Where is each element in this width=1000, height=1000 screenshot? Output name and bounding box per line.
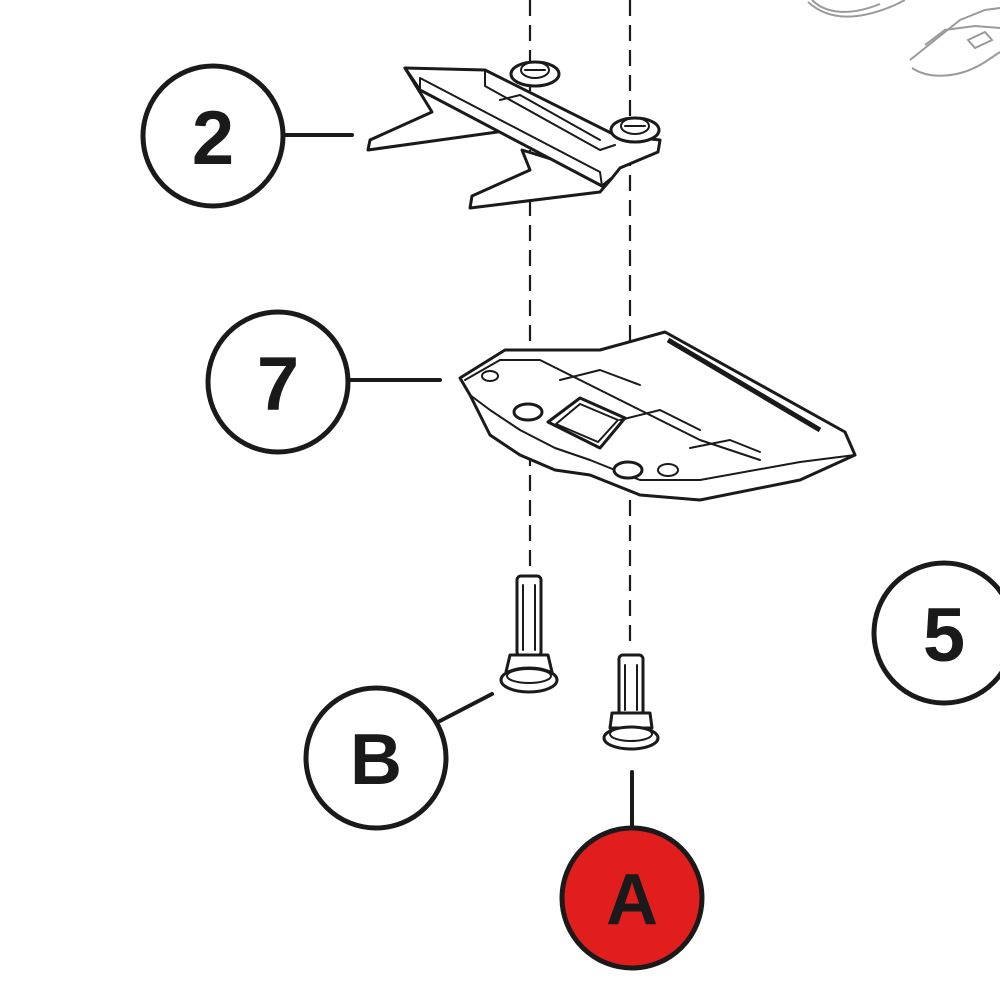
callout-screw-b: B (303, 685, 449, 831)
bracket-screw-top-right (609, 116, 661, 144)
callout-label-part-5: 5 (923, 593, 965, 678)
part-7-base-plate (458, 330, 857, 502)
callout-label-part-7: 7 (257, 342, 299, 427)
callout-label-screw-a: A (606, 860, 658, 940)
screw-b-bolt (499, 574, 559, 694)
callout-part-5: 5 (871, 560, 1000, 706)
assembly-axis-lines (528, 0, 632, 650)
callout-label-screw-b: B (350, 720, 402, 800)
ghost-outline-parts (807, 0, 1000, 77)
callout-label-part-2: 2 (192, 96, 234, 181)
callout-screw-a: A (559, 825, 705, 971)
bracket-screw-top-left (509, 60, 561, 88)
part-2-bracket (366, 60, 662, 210)
leader-lines (283, 133, 634, 828)
callout-part-7: 7 (205, 309, 351, 455)
screw-a-bolt (602, 653, 660, 751)
leader-screw-b (436, 692, 494, 724)
callout-part-2: 2 (140, 63, 286, 209)
